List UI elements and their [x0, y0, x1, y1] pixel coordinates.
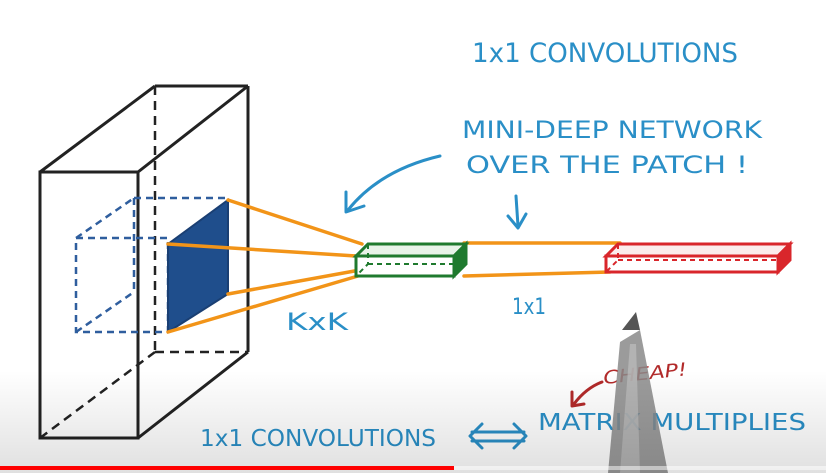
annotation-line-1: MINI-DEEP NETWORK: [462, 116, 763, 144]
stylus-pen: [608, 312, 668, 473]
input-hidden-edges: [39, 86, 248, 440]
projection-lines: [166, 198, 622, 334]
curved-arrow-head: [344, 190, 366, 214]
diagram-title: 1x1 CONVOLUTIONS: [472, 38, 738, 69]
down-arrow-shaft: [514, 194, 520, 228]
equation-right: MATRIX MULTIPLIES: [538, 410, 806, 436]
video-progress-fill: [0, 466, 455, 470]
annotation-arrows: [344, 154, 528, 230]
input-bottom-right-edge: [137, 350, 249, 440]
connector-line-2: [462, 270, 612, 278]
green-block: [352, 240, 470, 280]
input-front-face: [38, 170, 140, 440]
curved-arrow: [346, 154, 442, 212]
one-by-one-label: 1x1: [512, 295, 546, 320]
equation-left: 1x1 CONVOLUTIONS: [200, 426, 436, 452]
red-block: [602, 240, 794, 276]
projection-line-1: [226, 198, 364, 246]
input-top-left-edge: [39, 84, 156, 174]
projection-line-4: [166, 274, 360, 334]
cheap-arrow: [570, 380, 604, 408]
input-volume: [38, 84, 250, 440]
input-top-right-edge: [137, 84, 249, 174]
patch-face: [167, 198, 229, 334]
projection-line-3: [226, 268, 362, 296]
equation-double-arrow: [468, 422, 528, 450]
video-progress-bar[interactable]: [0, 466, 826, 470]
down-arrow-head: [506, 212, 528, 230]
projection-line-2: [166, 242, 358, 258]
annotation-line-2: OVER THE PATCH !: [466, 151, 748, 179]
kxk-label: KxK: [286, 308, 350, 336]
